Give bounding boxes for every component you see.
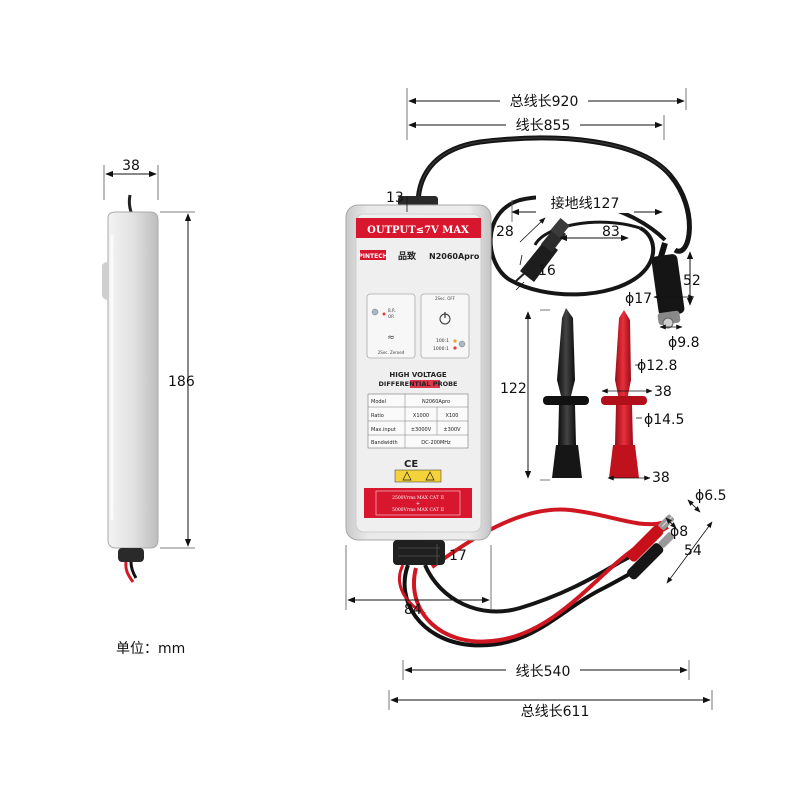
spec-row-3-col-1: DC-200MHz bbox=[421, 440, 451, 446]
warning-line2: 5000Vrms MAX CAT II bbox=[392, 507, 444, 513]
strain-17-label: 17 bbox=[449, 548, 467, 564]
total-cable-bottom-label: 总线长611 bbox=[521, 704, 590, 720]
cable-bottom-label: 线长540 bbox=[516, 664, 571, 680]
total-cable-top-label: 总线长920 bbox=[510, 94, 579, 110]
ground-clip: 接地线127 28 83 16 bbox=[496, 195, 663, 291]
hook-probes: 122 ϕ12.8 38 ϕ14.5 38 bbox=[500, 308, 684, 486]
brand-logo: PINTECH bbox=[358, 253, 387, 260]
bottom-dimensions: 17 84 线长540 总线长611 bbox=[345, 544, 713, 720]
body-width-label: 84 bbox=[404, 602, 422, 618]
right-panel-top: 2Sec. OFF bbox=[435, 296, 456, 301]
title-line1: HIGH VOLTAGE bbox=[389, 371, 446, 379]
bnc-dia17-label: ϕ17 bbox=[625, 291, 652, 307]
clip-83-label: 83 bbox=[602, 224, 620, 240]
spec-row-3-col-0: Bandwidth bbox=[371, 440, 398, 446]
spec-row-0-col-1: N2060Apro bbox=[422, 399, 450, 405]
top-dimensions: 总线长920 线长855 bbox=[406, 88, 687, 140]
cable-top-label: 线长855 bbox=[516, 118, 571, 134]
bnc-dia98-label: ϕ9.8 bbox=[668, 335, 700, 351]
clip-16-label: 16 bbox=[538, 263, 556, 279]
spec-row-2-col-0: Max.input bbox=[371, 427, 396, 433]
warning-icon bbox=[394, 469, 442, 483]
spec-row-1-col-1: X1000 bbox=[413, 413, 429, 419]
hook-dia128-label: ϕ12.8 bbox=[637, 358, 677, 374]
left-panel-label-a: B.R. bbox=[388, 308, 396, 313]
spec-row-1-col-0: Ratio bbox=[371, 413, 384, 419]
ground-lead-label: 接地线127 bbox=[551, 195, 620, 212]
hook-dia145-label: ϕ14.5 bbox=[644, 412, 684, 428]
hook-122-label: 122 bbox=[500, 381, 527, 397]
side-height-label: 186 bbox=[168, 374, 195, 390]
side-view: 38 186 bbox=[102, 158, 195, 583]
spec-row-2-col-2: ±300V bbox=[443, 427, 461, 433]
side-width-label: 38 bbox=[122, 158, 140, 174]
clip-28-label: 28 bbox=[496, 224, 514, 240]
spec-table: Model N2060Apro Ratio X1000 X100 Max.inp… bbox=[367, 393, 469, 449]
model-name: N2060Apro bbox=[429, 252, 480, 261]
probe-body: OUTPUT≤7V MAX PINTECH 品致 N2060Apro B.R. … bbox=[345, 196, 492, 565]
plus-separator: + bbox=[416, 501, 420, 507]
title-line2: DIFFERENTIAL PROBE bbox=[379, 380, 458, 388]
bnc-connector: 52 ϕ17 ϕ9.8 bbox=[625, 242, 701, 351]
banana-plugs: ϕ6.5 ϕ8 54 bbox=[626, 488, 727, 584]
plug-54-label: 54 bbox=[684, 543, 702, 559]
output-offset-label: 13 bbox=[386, 190, 404, 206]
range-a: 100:1 bbox=[436, 338, 449, 344]
power-icon bbox=[439, 312, 451, 325]
output-label: OUTPUT≤7V MAX bbox=[367, 225, 469, 236]
left-panel-label-b: OR bbox=[388, 314, 394, 319]
plug-dia65-label: ϕ6.5 bbox=[695, 488, 727, 504]
warning-line1: 2500Vrms MAX CAT II bbox=[392, 495, 444, 501]
plug-dia8-label: ϕ8 bbox=[670, 524, 688, 540]
bnc-52-label: 52 bbox=[683, 273, 701, 289]
range-b: 1000:1 bbox=[433, 346, 449, 352]
spec-row-2-col-1: ±3000V bbox=[411, 427, 432, 433]
unit-label: 单位：mm bbox=[116, 641, 185, 657]
spec-row-1-col-2: X100 bbox=[446, 413, 459, 419]
spec-row-0-col-0: Model bbox=[371, 399, 386, 405]
zero-wave-icon: ≈ bbox=[387, 333, 395, 343]
hook-38a-label: 38 bbox=[654, 384, 672, 400]
left-panel-bottom: 2Sec. Zeroed bbox=[378, 350, 405, 355]
brand-cn: 品致 bbox=[398, 250, 417, 262]
ce-mark: CE bbox=[404, 459, 418, 470]
hook-38b-label: 38 bbox=[652, 470, 670, 486]
